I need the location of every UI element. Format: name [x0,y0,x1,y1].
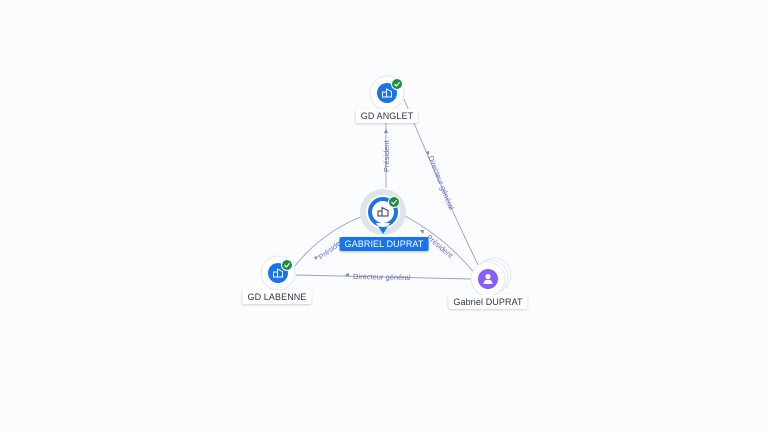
node-label-gd-labenne[interactable]: GD LABENNE [242,290,312,304]
node-label-gabriel-duprat-company[interactable]: GABRIEL DUPRAT [339,237,429,251]
edge-directeur-labenne[interactable] [295,274,473,280]
node-gd-labenne[interactable] [260,255,296,291]
verified-check-icon [281,259,293,271]
node-gabriel-duprat-person[interactable] [470,257,512,297]
building-icon [382,88,392,98]
edge-label-president-anglet: Président [382,139,391,172]
arrow-icon [384,129,388,133]
edge-label-directeur-anglet: Directeur général [426,154,456,211]
verified-check-icon [391,78,403,90]
node-label-gd-anglet[interactable]: GD ANGLET [355,109,419,123]
arrow-icon [420,230,424,234]
verified-check-icon [388,196,400,208]
person-icon [483,273,493,284]
node-label-gabriel-duprat-person[interactable]: Gabriel DUPRAT [448,295,528,309]
building-icon [273,268,283,278]
edge-president-person[interactable] [404,215,477,276]
edge-president-labenne[interactable] [294,215,364,267]
edge-label-directeur-labenne: Directeur général [353,272,411,282]
arrow-icon [426,151,429,155]
node-gd-anglet[interactable] [369,75,405,111]
arrow-icon [345,273,349,277]
edge-label-president-person: Président [425,233,456,261]
node-gabriel-duprat-company[interactable] [360,189,406,235]
arrow-icon [314,256,318,260]
building-icon [377,206,389,217]
